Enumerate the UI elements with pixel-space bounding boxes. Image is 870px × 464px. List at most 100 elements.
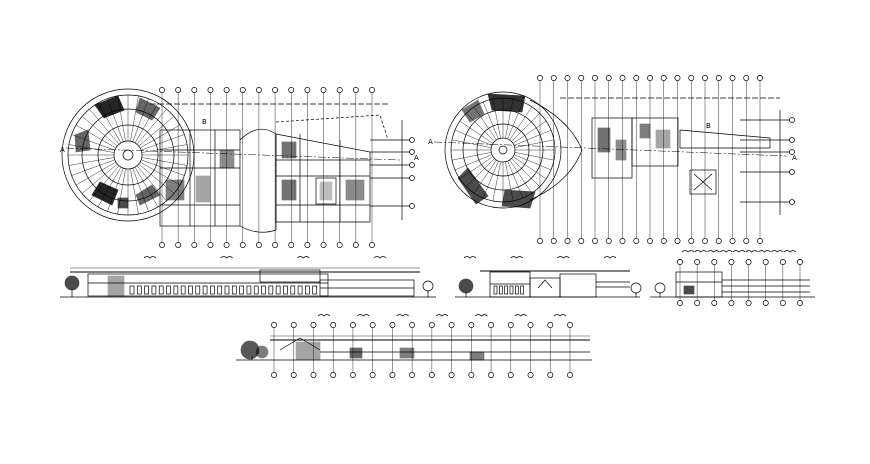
radial-spoke <box>482 101 499 139</box>
radial-spoke <box>511 113 540 142</box>
annotation-marker <box>357 314 370 317</box>
longitudinal-section <box>236 314 592 378</box>
grid-marker <box>255 242 262 248</box>
annotation-marker <box>681 250 695 253</box>
grid-marker <box>320 87 327 93</box>
annotation-marker <box>557 256 570 259</box>
window <box>498 285 503 295</box>
radial-spoke <box>89 108 120 145</box>
window <box>151 285 157 295</box>
grid-marker <box>564 75 571 81</box>
radial-spoke <box>141 144 188 153</box>
connector-link <box>239 128 277 233</box>
grid-marker <box>711 259 718 265</box>
window <box>520 285 525 295</box>
window <box>239 285 244 295</box>
long-elevation <box>60 256 436 298</box>
grid-marker <box>272 87 279 93</box>
window <box>173 285 179 295</box>
grid-marker <box>605 238 612 244</box>
annotation-marker <box>719 250 733 253</box>
grid-marker <box>677 300 683 306</box>
window <box>275 285 281 295</box>
radial-spoke <box>514 154 552 171</box>
tree <box>422 280 434 297</box>
right-block <box>275 114 389 223</box>
window <box>166 285 171 295</box>
radial-spoke <box>81 116 118 147</box>
grid-marker <box>223 242 230 248</box>
annotation-marker <box>317 314 331 317</box>
window <box>283 285 288 295</box>
grid-marker <box>578 75 585 81</box>
grid-marker <box>191 242 198 248</box>
grid-marker <box>537 75 543 81</box>
grid-marker <box>239 242 246 248</box>
annotation-marker <box>373 256 387 259</box>
grid-marker <box>191 87 198 93</box>
window <box>180 285 186 295</box>
grid-marker <box>207 242 214 248</box>
radial-spoke <box>75 161 116 186</box>
window <box>268 285 274 295</box>
grid-marker <box>255 87 262 93</box>
grid-marker <box>271 322 277 328</box>
annotation-marker <box>435 314 449 317</box>
section-mark: A <box>60 146 65 154</box>
radial-spoke <box>136 108 167 145</box>
radial-spoke <box>454 154 492 171</box>
grid-marker <box>159 242 165 248</box>
window <box>231 285 237 295</box>
radial-spoke <box>512 120 547 144</box>
grid-marker <box>239 87 246 93</box>
radial-spoke <box>132 168 149 212</box>
annotation-marker <box>783 250 797 253</box>
annotation-marker <box>396 314 409 317</box>
grid-marker <box>537 238 543 244</box>
grid-marker <box>797 259 803 265</box>
upper-floor-plan: A A B <box>428 75 797 244</box>
grid-marker <box>592 238 598 244</box>
grid-marker <box>619 75 626 81</box>
grid-marker <box>352 87 359 93</box>
grid-marker <box>468 322 475 328</box>
radial-spoke <box>141 134 185 151</box>
annotation-marker <box>603 256 617 259</box>
grid-marker <box>159 87 165 93</box>
grid-marker <box>728 259 735 265</box>
window <box>305 285 310 295</box>
radial-spoke <box>492 161 501 202</box>
radial-spoke <box>514 139 555 148</box>
grid-marker <box>547 322 554 328</box>
radial-spoke <box>141 157 188 166</box>
grid-marker <box>762 300 769 306</box>
annotation-marker <box>143 256 157 259</box>
radial-spoke <box>138 116 175 147</box>
grid-marker <box>507 322 514 328</box>
grid-marker <box>578 238 585 244</box>
grid-marker <box>729 75 736 81</box>
grid-marker <box>488 372 495 378</box>
grid-marker <box>797 300 803 306</box>
plan2-side-markers <box>740 110 795 215</box>
grid-marker <box>711 300 718 306</box>
grid-marker <box>762 259 769 265</box>
left-wing <box>159 129 241 227</box>
grid-marker <box>272 242 279 248</box>
radial-spoke <box>514 152 555 161</box>
annotation-marker <box>510 256 523 259</box>
grid-marker <box>743 238 750 244</box>
window <box>158 285 164 295</box>
grid-marker <box>349 372 356 378</box>
grid-marker <box>369 322 376 328</box>
window <box>188 285 193 295</box>
grid-marker <box>547 372 554 378</box>
grid-marker <box>310 372 317 378</box>
grid-marker <box>310 322 317 328</box>
window <box>504 285 509 295</box>
grid-marker <box>647 75 653 81</box>
grid-marker <box>743 75 750 81</box>
grid-marker <box>175 87 182 93</box>
annotation-marker <box>694 250 708 253</box>
